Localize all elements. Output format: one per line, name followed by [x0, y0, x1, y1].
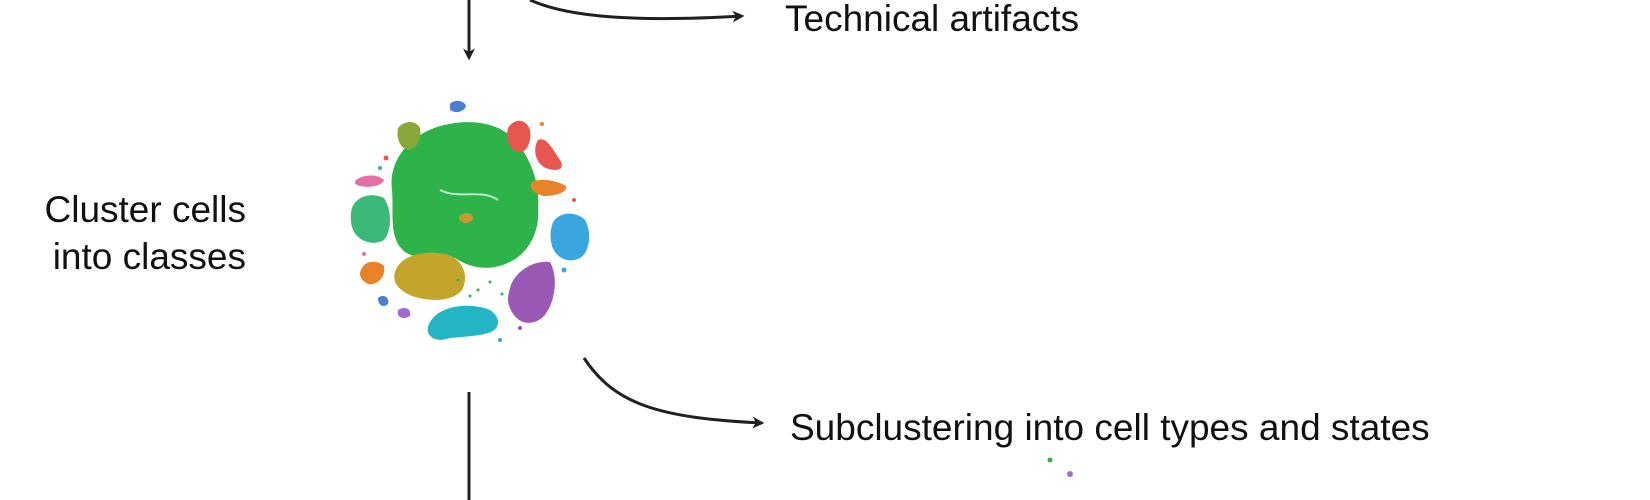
scatter-dot [378, 166, 382, 170]
cluster-blob-gold [394, 252, 466, 300]
curved-arrow-subclustering [582, 357, 765, 429]
cluster-blob-purple [508, 261, 555, 323]
scatter-dot [500, 292, 504, 296]
scatter-dot [362, 252, 366, 256]
cluster-label-line-2: into classes [52, 236, 246, 277]
cluster-blob-orange-small [360, 261, 385, 285]
scatter-dot [468, 294, 472, 298]
cluster-blob-violet [397, 308, 411, 318]
cluster-blob-blue-top [450, 100, 466, 113]
cluster-blob-blue-small [378, 296, 389, 306]
cluster-label-line-1: Cluster cells [44, 189, 247, 230]
cluster-blob-red-1 [507, 120, 531, 153]
scatter-dot [540, 122, 544, 126]
scatter-dot [561, 267, 567, 273]
scatter-dot [498, 338, 502, 342]
curved-arrow-artifacts [529, 0, 745, 23]
cluster-blob-teal [427, 305, 499, 340]
subcluster-dot [1047, 457, 1053, 463]
cluster-blob-red-2 [535, 139, 562, 170]
scatter-dot [456, 278, 460, 282]
cluster-blob-seagreen [350, 195, 390, 243]
scatter-dot [383, 155, 389, 161]
cluster-blob-lightblue [550, 213, 590, 261]
cluster-blob-olive [397, 122, 421, 150]
cluster-cells-label: Cluster cells into classes [0, 186, 247, 280]
subcluster-dot [1067, 471, 1073, 477]
subclustering-label: Subclustering into cell types and states [790, 407, 1430, 448]
cluster-blob-pink [354, 175, 384, 187]
scatter-dot [518, 326, 522, 330]
cluster-hole [459, 213, 473, 223]
cluster-blob-orange [530, 179, 567, 196]
cluster-embedding-plot [350, 100, 590, 342]
scatter-dot [476, 288, 480, 292]
technical-artifacts-label: Technical artifacts [785, 0, 1080, 39]
scatter-dot [572, 198, 576, 202]
cluster-gap [439, 189, 499, 201]
scatter-dot [488, 280, 492, 284]
